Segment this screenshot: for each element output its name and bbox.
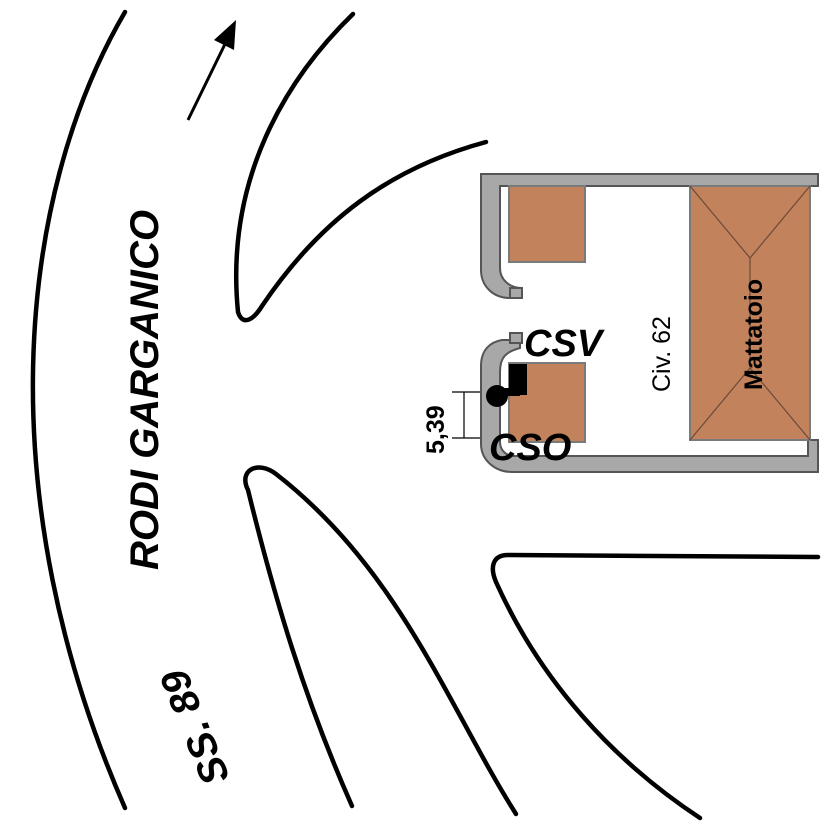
dimension-label: 5,39 [422, 405, 450, 454]
filled-square-connector [498, 388, 520, 396]
filled-circle-icon [486, 385, 508, 407]
building-label: Mattatoio [740, 279, 768, 390]
wall-stub-top [509, 287, 523, 299]
wall-stub-bottom [509, 332, 523, 344]
filled-square-icon [509, 364, 527, 395]
cso-label: CSO [489, 427, 571, 469]
roof-mattatoio [689, 185, 811, 441]
road-network [30, 9, 821, 821]
road-edge-right-branch [490, 552, 821, 821]
road-edge-lower-inner [243, 465, 519, 817]
road-edge-upper-inner [233, 11, 489, 323]
building-roofs [508, 185, 811, 443]
road-edge-outer [30, 9, 128, 811]
arrow-icon [186, 20, 236, 121]
wall-bottom [480, 339, 819, 473]
roof-small-top [508, 185, 586, 263]
building-walls [480, 173, 819, 473]
road-number-label: SS. 89 [152, 663, 238, 792]
dimension-marker [452, 391, 480, 439]
town-label: RODI GARGANICO [123, 210, 167, 570]
civic-label: Civ. 62 [648, 316, 676, 392]
csv-label: CSV [524, 323, 605, 365]
